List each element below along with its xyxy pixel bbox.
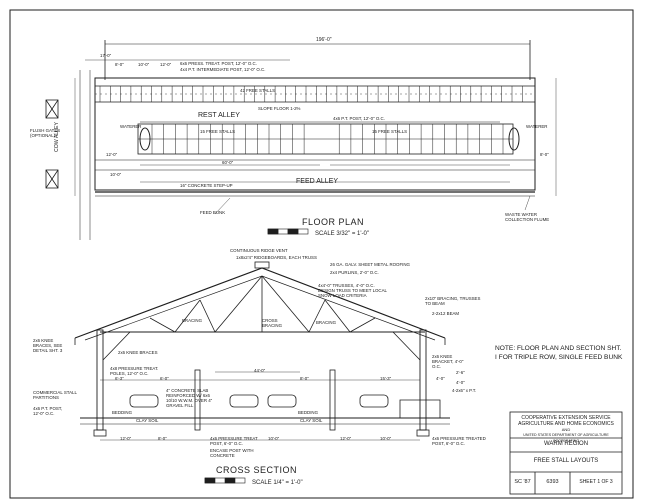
knee-brace-2-label: 2x6 KNEE BRACES xyxy=(118,350,158,355)
cross-bracing-label: CROSS BRACING xyxy=(262,318,283,328)
title-block-and: AND xyxy=(561,427,571,432)
floor-plan-scale: SCALE 3/32" = 1'-0" xyxy=(315,231,369,237)
section-dim-12: 10'-0" xyxy=(380,436,392,441)
dim-8a: 8'-0" xyxy=(115,62,124,67)
section-dim-10: 12'-0" xyxy=(340,436,352,441)
gate-brace-label: 4-2x6" x P.T. xyxy=(452,388,477,393)
free-stalls-left-label: 15 FREE STALLS xyxy=(200,129,236,134)
purlins-label: 2x4 PURLINS, 2'-0" O.C. xyxy=(330,270,379,275)
encase-post-label: ENCASE POST WITH CONCRETE xyxy=(210,448,254,458)
dim-12-label: 12'-0" xyxy=(106,152,118,157)
title-block-sheet: SHEET 1 OF 3 xyxy=(579,479,613,485)
title-block-org-2: AGRICULTURE AND HOME ECONOMICS xyxy=(518,421,614,427)
cow-alley-label: COW ALLEY xyxy=(54,122,60,152)
bracing-left-label: BRACING xyxy=(182,318,203,323)
knee-right-label: 2x6 KNEE BRACKET, 4'-0" O.C. xyxy=(432,354,464,369)
title-block-usda: UNITED STATES DEPARTMENT OF AGRICULTURE … xyxy=(523,433,609,443)
pt-post-right-label: 4x6 PRESSURE TREATED POST, 6'-0" O.C. xyxy=(432,436,486,446)
section-dim-4: 6'-0" xyxy=(160,376,169,381)
dim-17: 17'-0" xyxy=(100,53,112,58)
section-dim-9: 10'-0" xyxy=(268,436,280,441)
title-block-region: WARM REGION xyxy=(543,441,589,447)
concrete-step-label: 16" CONCRETE STEP-UP xyxy=(180,183,233,188)
concrete-slab-label: 4" CONCRETE SLAB REINFORCED W/ 6x6 10/10… xyxy=(166,388,213,408)
commercial-stall-label: COMMERCIAL STALL PARTITIONS xyxy=(33,390,77,400)
beam-label: 2-2x12 BEAM xyxy=(432,311,460,316)
section-dim-6: 4'-0" xyxy=(436,376,445,381)
clay-soil-left-label: CLAY SOIL xyxy=(136,418,159,423)
section-dim-2: 44'-0" xyxy=(254,368,266,373)
pt-post-bottom-label: 4x6 PRESSURE TREAT POST, 6'-0" O.C. xyxy=(210,436,258,446)
dim-60-label: 60'-0" xyxy=(222,160,234,165)
waste-water-label: WASTE WATER COLLECTION FLUME xyxy=(505,212,550,222)
cross-section-scale-bar xyxy=(204,477,246,484)
pressure-treat-label: 4x8 PRESSURE TREAT. POLES, 12'-0" O.C. xyxy=(110,366,159,376)
floor-plan-title: FLOOR PLAN xyxy=(302,217,364,227)
floor-plan-scale-bar xyxy=(267,228,309,235)
free-stalls-top-label: 42 FREE STALLS xyxy=(240,88,276,93)
section-dim-3: 15'-3" xyxy=(380,376,392,381)
cross-section-scale: SCALE 1/4" = 1'-0" xyxy=(252,480,303,486)
dim-10a: 10'-0" xyxy=(138,62,150,67)
section-dim-5: 8'-0" xyxy=(300,376,309,381)
pt-post-label: 4x6 P.T. POST, 12'-0" O.C. xyxy=(33,406,63,416)
sheet-border xyxy=(9,9,634,499)
bracing-right-label: BRACING xyxy=(316,320,337,325)
free-stalls-right-label: 15 FREE STALLS xyxy=(372,129,408,134)
post-center-label: 4x6 P.T. POST, 12'-0" O.C. xyxy=(333,116,385,121)
bedding-right-label: BEDDING xyxy=(298,410,319,415)
dim-8-label: 8'-0" xyxy=(540,152,549,157)
dim-10-label: 10'-0" xyxy=(110,172,122,177)
feed-bunk-label: FEED BUNK xyxy=(200,210,226,215)
waterer-left-label: WATERER xyxy=(120,124,142,129)
cross-section-title: CROSS SECTION xyxy=(216,465,297,475)
clay-soil-right-label: CLAY SOIL xyxy=(300,418,323,423)
trusses-label: 4x4'-0" TRUSSES, 4'-0" O.C. DESIGN TRUSS… xyxy=(318,283,387,298)
overall-dimension: 196'-0" xyxy=(316,37,332,43)
rest-alley-label: REST ALLEY xyxy=(198,112,240,119)
ridge-brace-label: 2x10" BRACING, TRUSSES TO BEAM xyxy=(425,296,481,306)
title-block-frame xyxy=(509,411,623,495)
bedding-left-label: BEDDING xyxy=(112,410,133,415)
section-dim-8: 8'-0" xyxy=(158,436,167,441)
section-dim-7: 12'-0" xyxy=(120,436,132,441)
title-block-org-1: COOPERATIVE EXTENSION SERVICE xyxy=(521,415,611,421)
feed-alley-label: FEED ALLEY xyxy=(296,178,339,185)
floor-plan-drawing xyxy=(45,40,557,240)
sheet-note: NOTE: FLOOR PLAN AND SECTION SHT. I FOR … xyxy=(495,345,623,361)
waterer-right-label: WATERER xyxy=(526,124,548,129)
dim-12a: 12'-0" xyxy=(160,62,172,67)
title-block-plan-no: 6393 xyxy=(546,479,559,485)
ridge-boards-label: 1x8x2'4" RIDGEBOARDS, EACH TRUSS xyxy=(236,255,317,260)
title-block-project: FREE STALL LAYOUTS xyxy=(533,458,599,464)
intermediate-post-label: 4x4 P.T. INTERMEDIATE POST, 12'-0" O.C. xyxy=(180,67,266,72)
roofing-label: 26 GA. GALV. SHEET METAL ROOFING xyxy=(330,262,410,267)
title-block-sc-code: SC '87 xyxy=(514,479,531,485)
section-dim-1: 6'-3" xyxy=(115,376,124,381)
ridge-vent-label: CONTINUOUS RIDGE VENT xyxy=(230,248,288,253)
knee-braces-label: 2x6 KNEE BRACES, SEE DETAIL SHT. 3 xyxy=(33,338,63,353)
section-dim-11: 2'-6" xyxy=(456,370,465,375)
slope-floor-label: SLOPE FLOOR 1-2% xyxy=(258,106,301,111)
cross-section-drawing xyxy=(74,261,450,441)
section-dim-13: 4'-0" xyxy=(456,380,465,385)
hinged-gates-label: FLUSH GATES (OPTIONAL) xyxy=(30,128,61,138)
post-treat-label: 6x6 PRESS. TREAT. POST, 12'-0" O.C. xyxy=(180,61,257,66)
